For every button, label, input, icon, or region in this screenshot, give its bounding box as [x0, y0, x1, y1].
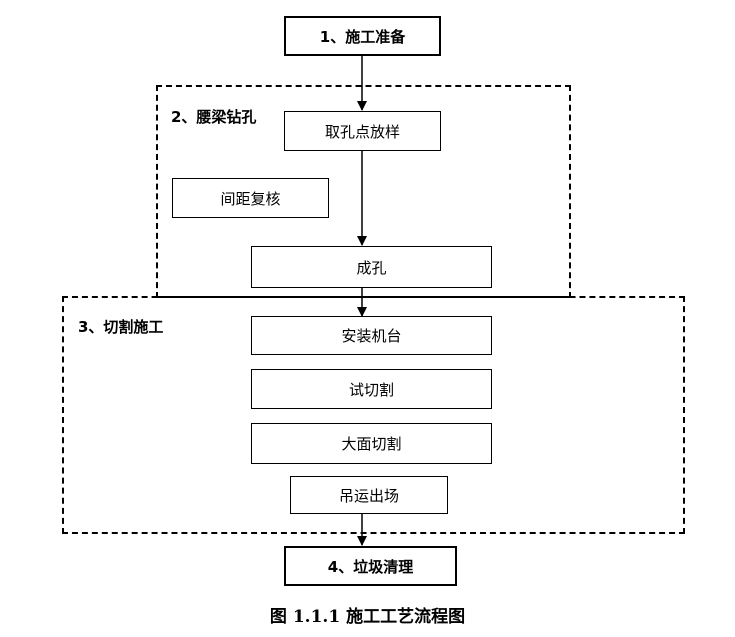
group-cutting — [62, 296, 685, 534]
step-drilling: 成孔 — [251, 246, 492, 288]
step-construction-prep: 1、施工准备 — [284, 16, 441, 56]
step-debris-cleanup: 4、垃圾清理 — [284, 546, 457, 586]
group-label-drilling: 2、腰梁钻孔 — [171, 108, 257, 126]
step-hole-point-layout: 取孔点放样 — [284, 111, 441, 151]
step-hoist-out: 吊运出场 — [290, 476, 448, 514]
step-full-cut: 大面切割 — [251, 423, 492, 464]
step-spacing-recheck: 间距复核 — [172, 178, 329, 218]
step-install-machine: 安装机台 — [251, 316, 492, 355]
figure-caption: 图 1.1.1 施工工艺流程图 — [269, 607, 466, 627]
step-trial-cut: 试切割 — [251, 369, 492, 409]
group-label-cutting: 3、切割施工 — [78, 318, 164, 336]
